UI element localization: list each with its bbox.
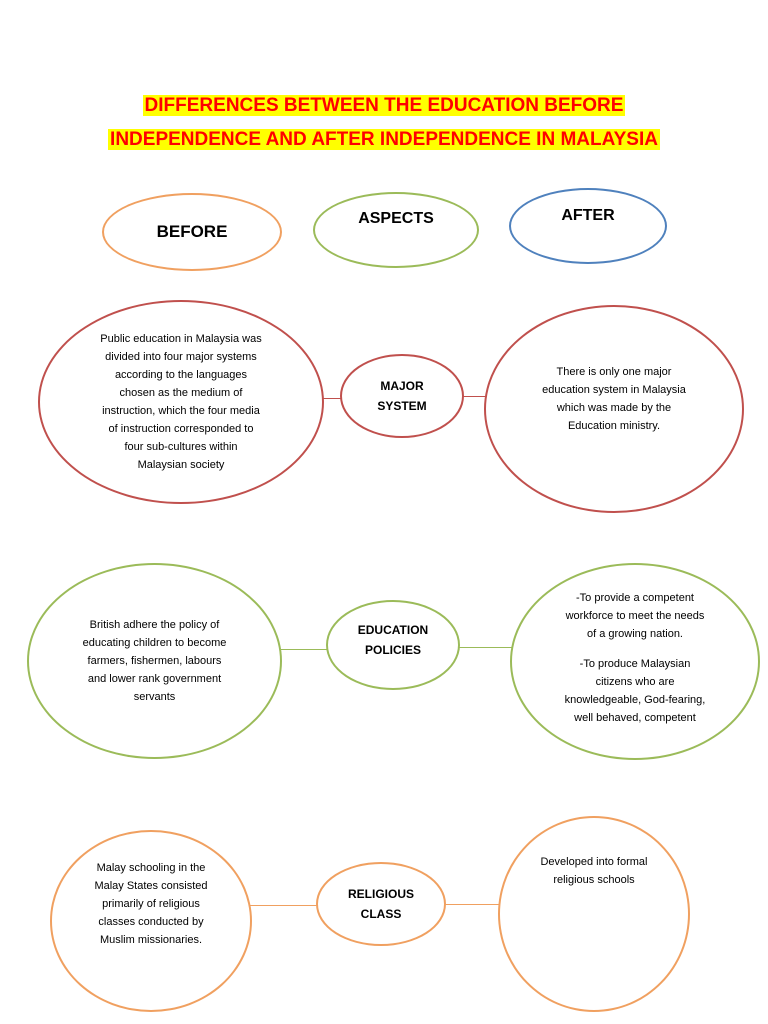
row1-aspect-label: MAJOR SYSTEM [377,379,427,413]
aspects-header-label: ASPECTS [358,210,434,227]
row3-right-connector [444,904,504,905]
row2-before-text: British adhere the policy of educating c… [82,619,227,703]
row3-left-connector [250,905,318,906]
row1-right-connector [462,396,486,397]
row2-aspect-ellipse: EDUCATION POLICIES [326,600,460,690]
before-header-label: BEFORE [156,222,228,241]
row2-after-ellipse: -To provide a competent workforce to mee… [510,563,760,760]
before-header-ellipse: BEFORE [102,193,282,271]
aspects-header-ellipse: ASPECTS [313,192,479,268]
row3-aspect-label: RELIGIOUS CLASS [347,887,414,921]
row3-before-text: Malay schooling in the Malay States cons… [94,862,208,946]
row1-after-ellipse: There is only one major education system… [484,305,744,513]
row1-aspect-ellipse: MAJOR SYSTEM [340,354,464,438]
row2-left-connector [280,649,328,650]
row2-after-text: -To provide a competent workforce to mee… [565,589,706,739]
row3-aspect-ellipse: RELIGIOUS CLASS [316,862,446,946]
row2-right-connector [458,647,514,648]
title-text-1: DIFFERENCES BETWEEN THE EDUCATION BEFORE [142,95,626,116]
row2-aspect-label: EDUCATION POLICIES [357,623,429,657]
row3-before-ellipse: Malay schooling in the Malay States cons… [50,830,252,1012]
row1-before-text: Public education in Malaysia was divided… [100,333,262,471]
row1-after-text: There is only one major education system… [542,366,686,432]
title-line-2: INDEPENDENCE AND AFTER INDEPENDENCE IN M… [0,128,768,152]
after-header-ellipse: AFTER [509,188,667,264]
after-header-label: AFTER [561,207,615,224]
row2-after-para-2: -To produce Malaysian citizens who are k… [564,658,706,724]
row1-left-connector [322,398,344,399]
title-text-2: INDEPENDENCE AND AFTER INDEPENDENCE IN M… [108,129,660,150]
row1-before-ellipse: Public education in Malaysia was divided… [38,300,324,504]
row3-after-text: Developed into formal religious schools [540,856,648,886]
title-line-1: DIFFERENCES BETWEEN THE EDUCATION BEFORE [0,94,768,118]
row2-before-ellipse: British adhere the policy of educating c… [27,563,282,759]
row2-after-para-1: -To provide a competent workforce to mee… [565,592,705,640]
row3-after-ellipse: Developed into formal religious schools [498,816,690,1012]
